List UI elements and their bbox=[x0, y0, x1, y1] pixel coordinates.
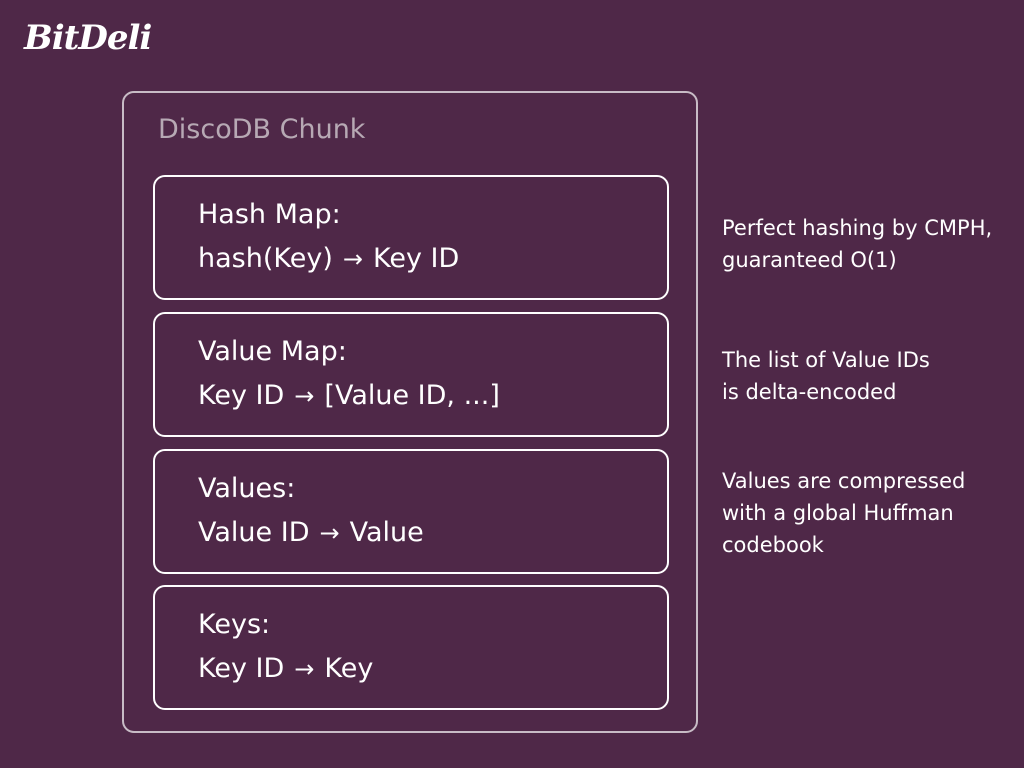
note-line: Values are compressed bbox=[722, 469, 966, 493]
hash-map-note: Perfect hashing by CMPH, guaranteed O(1) bbox=[722, 212, 992, 276]
arrow-icon: → bbox=[342, 245, 363, 273]
note-line: Perfect hashing by CMPH, bbox=[722, 216, 993, 240]
values-from: Value ID bbox=[198, 517, 310, 548]
arrow-icon: → bbox=[294, 382, 315, 410]
chunk-title: DiscoDB Chunk bbox=[158, 114, 366, 145]
arrow-icon: → bbox=[294, 655, 315, 683]
values-title: Values: bbox=[198, 473, 296, 504]
values-note: Values are compressed with a global Huff… bbox=[722, 465, 965, 561]
keys-mapping: Key ID → Key bbox=[198, 653, 373, 684]
value-map-note: The list of Value IDs is delta-encoded bbox=[722, 344, 930, 408]
keys-from: Key ID bbox=[198, 653, 285, 684]
value-map-to: [Value ID, ...] bbox=[324, 380, 500, 411]
note-line: with a global Huffman bbox=[722, 501, 954, 525]
keys-to: Key bbox=[324, 653, 374, 684]
value-map-from: Key ID bbox=[198, 380, 285, 411]
value-map-mapping: Key ID → [Value ID, ...] bbox=[198, 380, 500, 411]
values-to: Value bbox=[349, 517, 424, 548]
hash-map-from: hash(Key) bbox=[198, 243, 333, 274]
keys-title: Keys: bbox=[198, 609, 271, 640]
keys-box: Keys: Key ID → Key bbox=[153, 585, 669, 710]
note-line: The list of Value IDs bbox=[722, 348, 930, 372]
note-line: codebook bbox=[722, 533, 824, 557]
hash-map-box: Hash Map: hash(Key) → Key ID bbox=[153, 175, 669, 300]
discodb-chunk-container bbox=[122, 91, 698, 733]
arrow-icon: → bbox=[319, 519, 340, 547]
values-box: Values: Value ID → Value bbox=[153, 449, 669, 574]
note-line: guaranteed O(1) bbox=[722, 248, 897, 272]
hash-map-title: Hash Map: bbox=[198, 199, 341, 230]
hash-map-to: Key ID bbox=[372, 243, 460, 274]
value-map-title: Value Map: bbox=[198, 336, 347, 367]
value-map-box: Value Map: Key ID → [Value ID, ...] bbox=[153, 312, 669, 437]
values-mapping: Value ID → Value bbox=[198, 517, 424, 548]
bitdeli-logo: BitDeli bbox=[24, 18, 152, 58]
note-line: is delta-encoded bbox=[722, 380, 897, 404]
hash-map-mapping: hash(Key) → Key ID bbox=[198, 243, 459, 274]
